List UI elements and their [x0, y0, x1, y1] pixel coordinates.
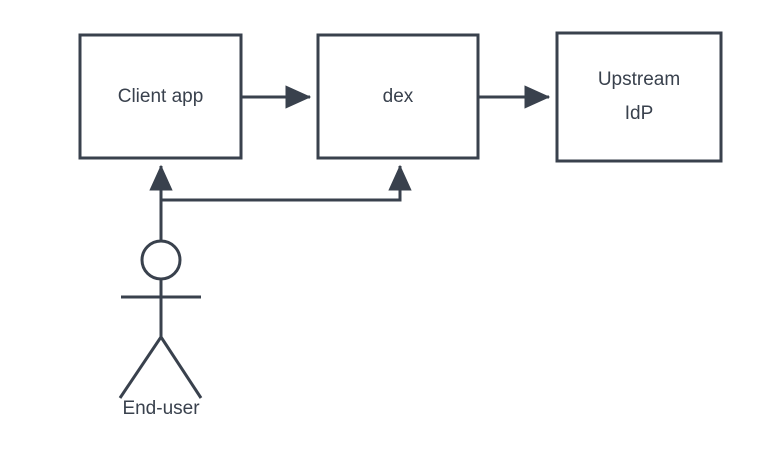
actor-head-icon: [140, 239, 182, 281]
edge-end-user-to-dex: [161, 164, 412, 202]
node-client-app-label: Client app: [118, 86, 204, 107]
node-dex-rect[interactable]: [316, 33, 480, 160]
node-upstream-idp-label-line-2: IdP: [625, 103, 654, 124]
node-upstream-idp[interactable]: Upstream IdP: [555, 31, 723, 163]
node-dex-label: dex: [383, 86, 414, 107]
actor-end-user-label: End-user: [122, 398, 200, 419]
node-upstream-idp-label-line-1: Upstream: [598, 69, 680, 90]
node-upstream-idp-rect[interactable]: [555, 31, 723, 163]
actor-end-user[interactable]: End-user: [118, 239, 203, 419]
actor-left-leg-icon: [118, 336, 163, 399]
node-dex[interactable]: dex: [316, 33, 480, 160]
edge-path-end-user-to-dex: [161, 164, 412, 202]
node-client-app-rect[interactable]: [78, 33, 243, 160]
node-client-app[interactable]: Client app: [78, 33, 243, 160]
actor-right-leg-icon: [159, 336, 203, 399]
